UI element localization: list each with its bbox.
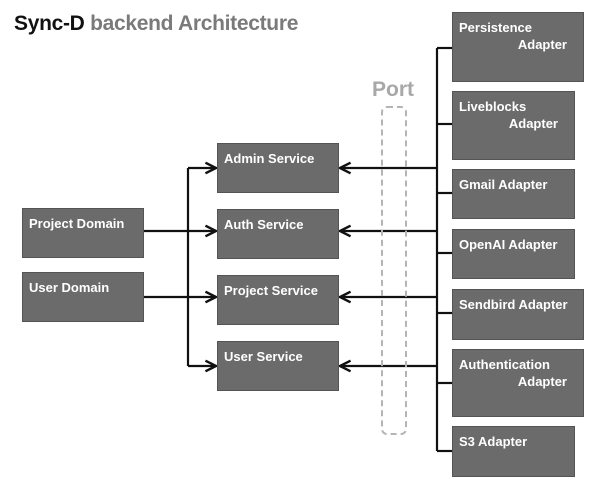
authentication-adapter-line1: Authentication (459, 357, 550, 372)
openai-adapter-label: OpenAI Adapter (459, 237, 558, 252)
s3-adapter-label: S3 Adapter (459, 434, 528, 449)
authentication-adapter-box: Authentication Adapter (452, 349, 584, 417)
openai-adapter-box: OpenAI Adapter (452, 229, 575, 279)
persistence-adapter-box: Persistence Adapter (452, 12, 584, 82)
auth-service-box: Auth Service (217, 209, 339, 259)
user-service-label: User Service (224, 349, 303, 364)
auth-service-label: Auth Service (224, 217, 304, 232)
diagram-title: Sync-D backend Architecture (14, 12, 298, 36)
gmail-adapter-label: Gmail Adapter (459, 177, 548, 192)
admin-service-box: Admin Service (217, 143, 339, 193)
admin-service-label: Admin Service (224, 151, 315, 166)
user-service-box: User Service (217, 341, 339, 391)
s3-adapter-box: S3 Adapter (452, 426, 575, 477)
project-service-box: Project Service (217, 275, 339, 325)
port-label: Port (372, 78, 414, 101)
user-domain-label: User Domain (29, 280, 110, 295)
liveblocks-adapter-box: Liveblocks Adapter (452, 91, 575, 160)
sendbird-adapter-label: Sendbird Adapter (459, 297, 568, 312)
project-service-label: Project Service (224, 283, 318, 298)
authentication-adapter-line2: Adapter (517, 374, 567, 389)
project-domain-label: Project Domain (29, 216, 125, 231)
gmail-adapter-box: Gmail Adapter (452, 169, 575, 219)
title-main: Sync-D (14, 12, 85, 35)
user-domain-box: User Domain (22, 272, 144, 322)
persistence-adapter-line1: Persistence (459, 20, 532, 35)
liveblocks-adapter-line2: Adapter (508, 116, 558, 131)
title-rest: backend Architecture (90, 12, 299, 35)
persistence-adapter-line2: Adapter (517, 37, 567, 52)
liveblocks-adapter-line1: Liveblocks (459, 99, 527, 114)
port-boundary (381, 106, 407, 435)
sendbird-adapter-box: Sendbird Adapter (452, 289, 584, 340)
project-domain-box: Project Domain (22, 208, 144, 258)
